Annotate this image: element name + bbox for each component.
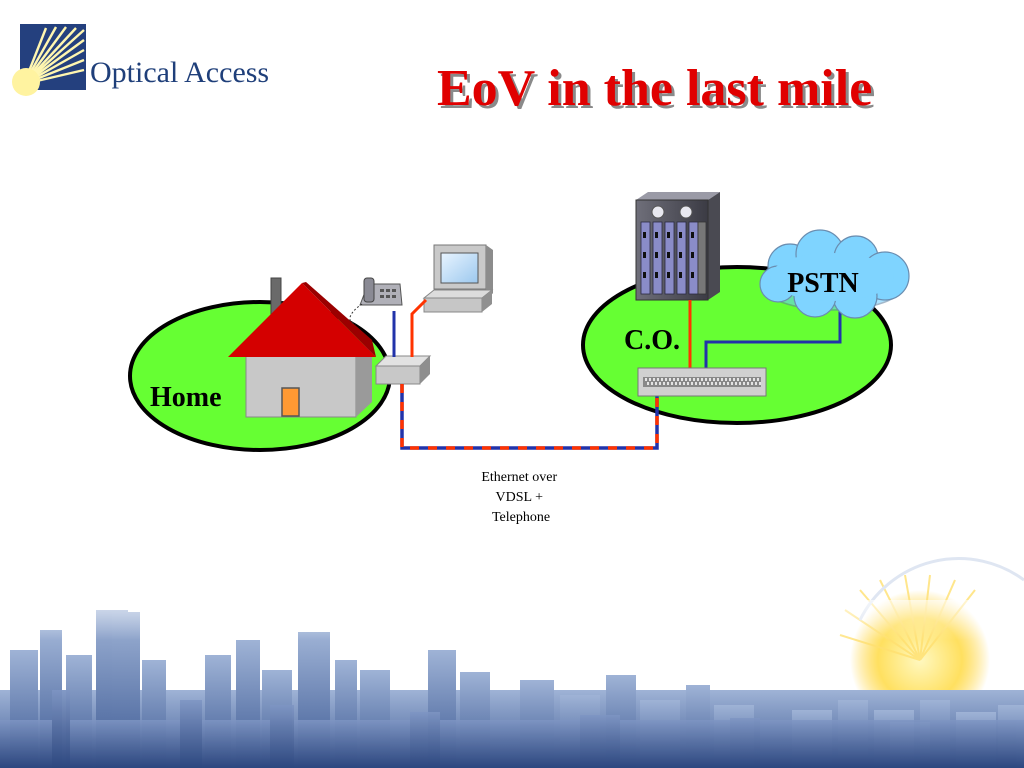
- dslam-port: [755, 382, 757, 385]
- dslam-port: [699, 382, 701, 385]
- dslam-port: [669, 378, 671, 381]
- dslam-port: [677, 378, 679, 381]
- dslam-port: [729, 378, 731, 381]
- dslam-port: [749, 378, 751, 381]
- dslam-port: [659, 382, 661, 385]
- dslam-port: [711, 382, 713, 385]
- home-label: Home: [150, 382, 222, 413]
- dslam-port: [667, 382, 669, 385]
- dslam-port: [723, 382, 725, 385]
- dslam-port: [727, 382, 729, 385]
- dslam-port: [709, 378, 711, 381]
- dslam-port: [681, 378, 683, 381]
- dslam-port: [721, 378, 723, 381]
- dslam-port: [717, 378, 719, 381]
- dslam-port: [705, 378, 707, 381]
- co-wiring: [688, 300, 842, 368]
- dslam-port: [695, 382, 697, 385]
- brand-name: Optical Access: [90, 56, 269, 89]
- dslam-port: [703, 382, 705, 385]
- dslam-port: [685, 378, 687, 381]
- dslam-port: [759, 382, 761, 385]
- dslam-port: [745, 378, 747, 381]
- dslam-port: [645, 378, 647, 381]
- sunburst-logo-icon: [12, 24, 86, 96]
- dslam-port: [713, 378, 715, 381]
- dslam-port: [687, 382, 689, 385]
- house-icon: [228, 277, 376, 418]
- dslam-port: [683, 382, 685, 385]
- pstn-label: PSTN: [787, 268, 859, 299]
- dslam-port: [665, 378, 667, 381]
- dslam-port: [731, 382, 733, 385]
- dslam-port: [751, 382, 753, 385]
- dslam-port: [651, 382, 653, 385]
- dslam-port: [733, 378, 735, 381]
- central-office-switch-icon: [635, 192, 720, 301]
- computer-icon: [422, 244, 494, 313]
- dslam-port: [719, 382, 721, 385]
- link-caption: Ethernet over VDSL + Telephone: [481, 470, 560, 525]
- dslam-port: [739, 382, 741, 385]
- home-wiring: [392, 298, 428, 357]
- page-title: EoV in the last mile: [437, 60, 872, 117]
- telephone-icon: [349, 277, 403, 325]
- eov-link: [400, 384, 659, 450]
- dslam-port: [747, 382, 749, 385]
- co-label: C.O.: [624, 325, 680, 356]
- modem-icon: [374, 355, 432, 385]
- dslam-port: [657, 378, 659, 381]
- dslam-port: [753, 378, 755, 381]
- dslam-port: [671, 382, 673, 385]
- dslam-port: [649, 378, 651, 381]
- dslam-port: [653, 378, 655, 381]
- dslam-port: [715, 382, 717, 385]
- dslam-port: [707, 382, 709, 385]
- dslam-port: [693, 378, 695, 381]
- dslam-port: [655, 382, 657, 385]
- dslam-port: [697, 378, 699, 381]
- dslam-port: [675, 382, 677, 385]
- dslam-port: [679, 382, 681, 385]
- pstn-cloud-icon: [759, 229, 910, 319]
- dslam-icon: [637, 367, 767, 397]
- dslam-port: [663, 382, 665, 385]
- dslam-port: [673, 378, 675, 381]
- dslam-port: [701, 378, 703, 381]
- dslam-port: [735, 382, 737, 385]
- dslam-port: [743, 382, 745, 385]
- dslam-port: [647, 382, 649, 385]
- dslam-port: [691, 382, 693, 385]
- dslam-port: [741, 378, 743, 381]
- title-shadow: EoV in the last mile: [440, 63, 875, 120]
- city-skyline-icon: [0, 557, 1024, 768]
- dslam-port: [725, 378, 727, 381]
- dslam-port: [661, 378, 663, 381]
- dslam-port: [757, 378, 759, 381]
- dslam-port: [689, 378, 691, 381]
- dslam-port: [737, 378, 739, 381]
